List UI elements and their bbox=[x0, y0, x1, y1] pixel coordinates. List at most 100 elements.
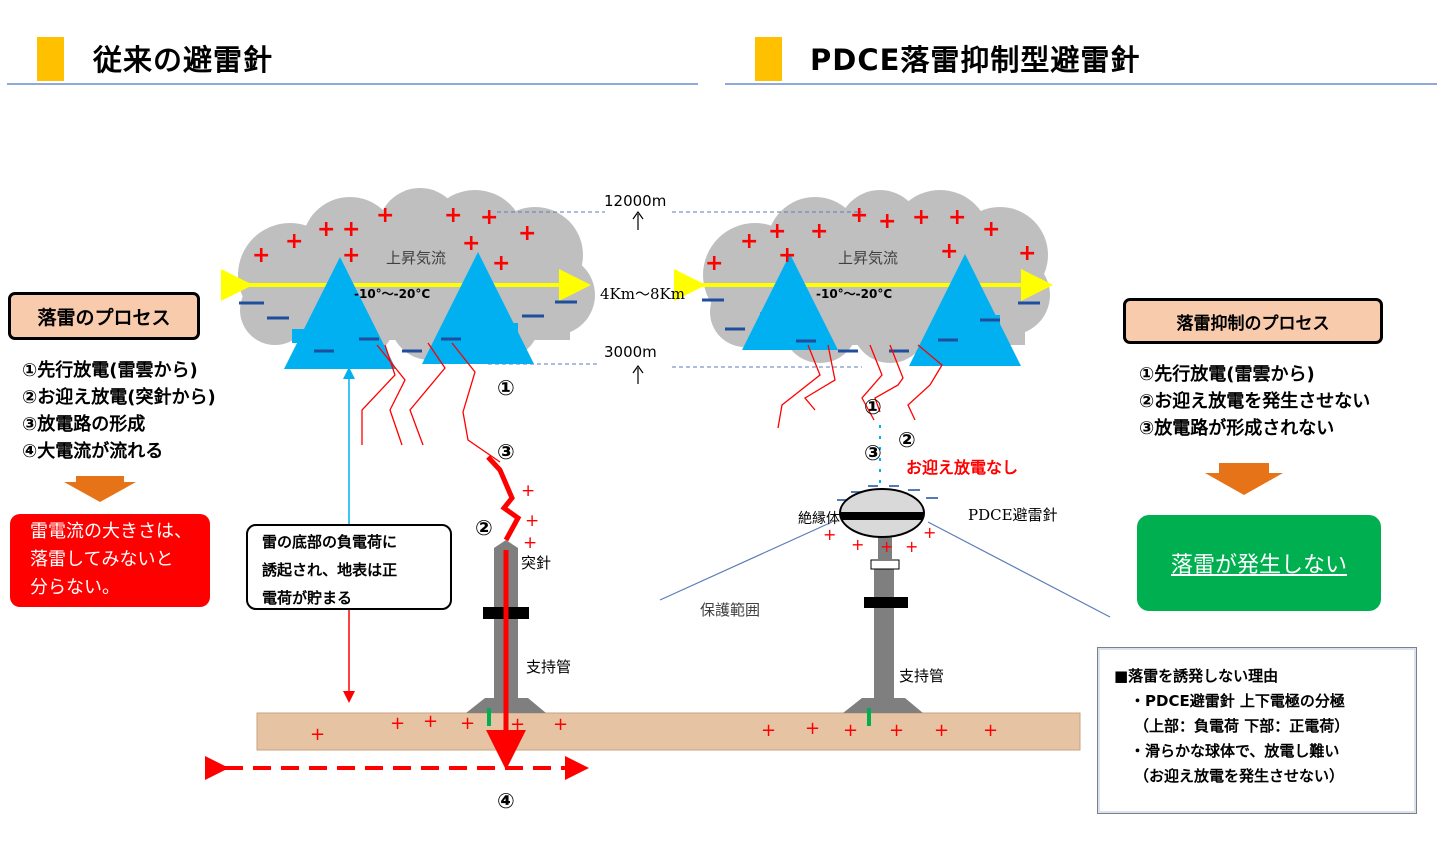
left-cloud bbox=[238, 188, 595, 360]
left-header-underline bbox=[7, 83, 698, 85]
protection-range-left bbox=[659, 521, 833, 601]
plus-mark: + bbox=[510, 714, 525, 735]
left-updraft-arrow-2 bbox=[422, 252, 534, 364]
altitude-top-label: 12000m bbox=[604, 192, 667, 210]
right-marker-2: ② bbox=[898, 428, 916, 452]
reason-line-3: （上部：負電荷 下部：正電荷） bbox=[1134, 717, 1350, 735]
left-updraft-label: 上昇気流 bbox=[386, 249, 447, 267]
protection-range-right bbox=[927, 521, 1111, 618]
left-temperature-label: -10°～-20°C bbox=[354, 287, 431, 301]
left-marker-1: ① bbox=[497, 376, 515, 400]
right-header-title: PDCE落雷抑制型避雷針 bbox=[810, 43, 1141, 77]
pdce-lightning-rod bbox=[839, 488, 925, 726]
plus-mark: + bbox=[444, 203, 462, 228]
left-pipe-label: 支持管 bbox=[526, 658, 572, 676]
right-updraft-label: 上昇気流 bbox=[838, 249, 899, 267]
left-leader-discharges bbox=[361, 342, 501, 463]
right-marker-1: ① bbox=[864, 395, 882, 419]
left-step-1: ①先行放電(雷雲から) bbox=[22, 360, 198, 381]
left-tip-label: 突針 bbox=[521, 554, 552, 572]
left-lightning-rod bbox=[466, 540, 546, 770]
reason-line-4: ・滑らかな球体で、放電し難い bbox=[1130, 742, 1340, 760]
pdce-positive-charges: + + + + + bbox=[823, 523, 936, 556]
no-discharge-label: お迎え放電なし bbox=[906, 458, 1019, 477]
right-pipe-label: 支持管 bbox=[899, 667, 945, 685]
reason-box: ■落雷を誘発しない理由 ・PDCE避雷針 上下電極の分極 （上部：負電荷 下部：… bbox=[1097, 647, 1417, 814]
left-marker-2: ② bbox=[475, 516, 493, 540]
right-process-title: 落雷抑制のプロセス bbox=[1123, 298, 1383, 344]
left-discharge-channel bbox=[486, 455, 522, 542]
left-down-arrow bbox=[64, 476, 136, 502]
plus-mark: + bbox=[948, 205, 966, 230]
left-cloud-positive-charges: + + + + + + + + + + + bbox=[252, 203, 536, 276]
left-step-4: ④大電流が流れる bbox=[22, 441, 164, 462]
plus-mark: + bbox=[376, 203, 394, 228]
left-process-title: 落雷のプロセス bbox=[8, 292, 200, 340]
left-process-steps: ①先行放電(雷雲から) ②お迎え放電(突針から) ③放電路の形成 ④大電流が流れ… bbox=[22, 357, 216, 465]
left-result-line-2: 落雷してみないと bbox=[30, 549, 174, 570]
left-marker-4: ④ bbox=[497, 789, 515, 813]
plus-mark: + bbox=[761, 720, 776, 741]
right-down-arrow bbox=[1205, 463, 1283, 495]
altitude-range-label: 4Km～8Km bbox=[600, 285, 685, 303]
plus-mark: + bbox=[810, 219, 828, 244]
plus-mark: + bbox=[805, 718, 820, 739]
plus-mark: + bbox=[518, 221, 536, 246]
plus-mark: + bbox=[923, 523, 936, 542]
plus-mark: + bbox=[740, 229, 758, 254]
plus-mark: + bbox=[390, 713, 405, 734]
right-temperature-label: -10°～-20°C bbox=[816, 287, 893, 301]
plus-mark: + bbox=[880, 537, 893, 556]
plus-mark: + bbox=[912, 205, 930, 230]
plus-mark: + bbox=[423, 711, 438, 732]
plus-mark: + bbox=[480, 205, 498, 230]
right-cloud bbox=[703, 190, 1050, 363]
plus-mark: + bbox=[843, 720, 858, 741]
altitude-bottom-label: 3000m bbox=[604, 343, 657, 361]
left-negative-charges bbox=[239, 300, 577, 353]
right-step-2: ②お迎え放電を発生させない bbox=[1139, 391, 1371, 412]
plus-mark: + bbox=[310, 724, 325, 745]
plus-mark: + bbox=[768, 219, 786, 244]
left-marker-3: ③ bbox=[497, 440, 515, 464]
left-result-line-1: 雷電流の大きさは、 bbox=[30, 521, 192, 542]
induction-callout: 雷の底部の負電荷に 誘起され、地表は正 電荷が貯まる bbox=[246, 524, 452, 610]
left-step-3: ③放電路の形成 bbox=[22, 414, 146, 435]
right-step-3: ③放電路が形成されない bbox=[1139, 418, 1335, 439]
right-header-accent bbox=[755, 37, 782, 81]
ground-strip bbox=[256, 712, 1081, 751]
right-updraft-arrow-2 bbox=[909, 254, 1021, 366]
plus-mark: + bbox=[523, 533, 537, 553]
ground-positive-charges: + + + + + + + + + + + + bbox=[310, 711, 998, 745]
plus-mark: + bbox=[460, 713, 475, 734]
plus-mark: + bbox=[521, 481, 535, 501]
left-step-2: ②お迎え放電(突針から) bbox=[22, 387, 216, 408]
left-header-accent bbox=[37, 37, 64, 81]
right-updraft-arrow-1 bbox=[742, 254, 838, 350]
plus-mark: + bbox=[851, 535, 864, 554]
pdce-device-label: PDCE避雷針 bbox=[968, 506, 1058, 524]
plus-mark: + bbox=[823, 525, 836, 544]
reason-line-1: ■落雷を誘発しない理由 bbox=[1114, 667, 1279, 685]
plus-mark: + bbox=[850, 203, 868, 228]
right-marker-3: ③ bbox=[864, 441, 882, 465]
insulator-label: 絶縁体 bbox=[798, 511, 840, 527]
protection-range-label: 保護範囲 bbox=[700, 601, 761, 619]
plus-mark: + bbox=[982, 217, 1000, 242]
left-result-box: 雷電流の大きさは、 落雷してみないと 分らない。 bbox=[10, 514, 210, 607]
plus-mark: + bbox=[705, 251, 723, 276]
plus-mark: + bbox=[553, 714, 568, 735]
plus-mark: + bbox=[778, 243, 796, 268]
left-updraft-arrow-1 bbox=[284, 257, 396, 369]
plus-mark: + bbox=[462, 231, 480, 256]
right-process-steps: ①先行放電(雷雲から) ②お迎え放電を発生させない ③放電路が形成されない bbox=[1139, 361, 1370, 442]
plus-mark: + bbox=[525, 511, 539, 531]
plus-mark: + bbox=[285, 229, 303, 254]
reason-line-5: （お迎え放電を発生させない） bbox=[1134, 767, 1345, 785]
right-header-underline bbox=[725, 83, 1437, 85]
plus-mark: + bbox=[317, 217, 335, 242]
left-rod-positive-charges: + + + bbox=[521, 481, 539, 553]
plus-mark: + bbox=[905, 537, 918, 556]
plus-mark: + bbox=[878, 209, 896, 234]
